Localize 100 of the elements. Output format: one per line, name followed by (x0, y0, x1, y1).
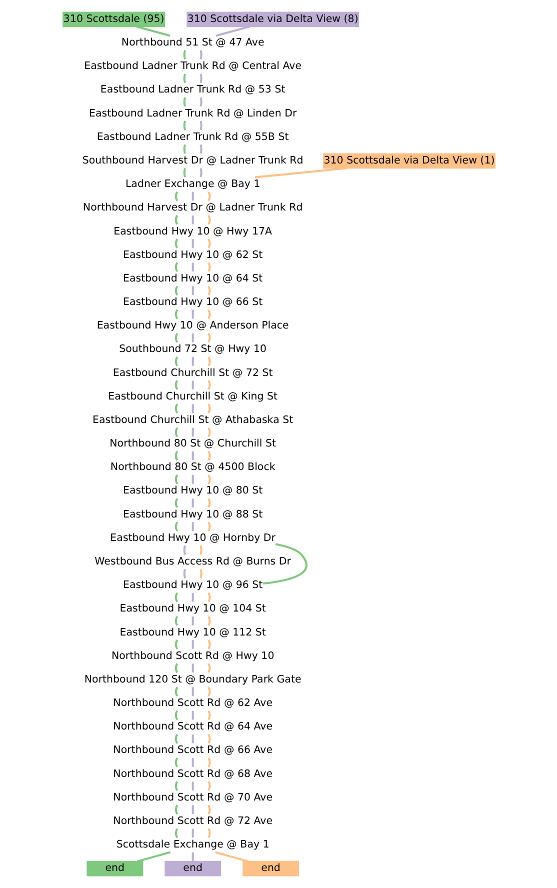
connector (207, 804, 210, 815)
connector (174, 522, 178, 532)
connector (191, 782, 194, 790)
node-text: Eastbound Ladner Trunk Rd @ Central Ave (84, 60, 302, 72)
node-text: Eastbound Hwy 10 @ Hornby Dr (110, 532, 276, 544)
connector (207, 215, 210, 225)
connector (174, 592, 178, 602)
connector (174, 640, 178, 650)
connector (207, 332, 210, 343)
connector (191, 310, 194, 319)
node-box: 310 Scottsdale (95) (62, 12, 165, 28)
connector (207, 758, 210, 768)
node-text: Eastbound Ladner Trunk Rd @ 55B St (96, 130, 288, 143)
connector (174, 758, 178, 768)
node-text: Northbound 80 St @ 4500 Block (110, 461, 275, 474)
connector (136, 26, 170, 37)
node-text: Eastbound Ladner Trunk Rd @ 53 St (100, 84, 285, 96)
connector (174, 332, 178, 343)
connector (207, 781, 210, 791)
connector (191, 687, 194, 696)
connector (174, 427, 178, 438)
node-text: Ladner Exchange @ Bay 1 (124, 178, 260, 190)
connector (174, 286, 178, 296)
node-text: Eastbound Hwy 10 @ Anderson Place (96, 320, 288, 332)
node-text: Eastbound Churchill St @ King St (108, 390, 278, 402)
node-text: Eastbound Hwy 10 @ 112 St (119, 626, 266, 638)
node-box: 310 Scottsdale via Delta View (1) (322, 153, 495, 169)
node-box: end (164, 860, 221, 876)
connector (207, 191, 210, 202)
connector (174, 616, 178, 626)
connector (207, 427, 210, 438)
connector (191, 428, 194, 437)
connector (199, 120, 202, 130)
connector (182, 74, 186, 83)
node-box: end (242, 860, 298, 876)
connector (191, 451, 194, 460)
connector (191, 404, 194, 413)
connector (207, 663, 210, 673)
connector (174, 404, 178, 414)
connector (191, 758, 194, 767)
node-text: Northbound Scott Rd @ 68 Ave (112, 768, 272, 780)
node-text: Northbound Scott Rd @ 62 Ave (112, 697, 272, 710)
connector (207, 640, 210, 650)
connector (191, 522, 194, 531)
connector (207, 356, 210, 366)
connector (182, 50, 186, 60)
connector (191, 710, 194, 720)
connector (191, 474, 194, 484)
connector (174, 474, 178, 484)
connector (199, 50, 202, 60)
connector (207, 522, 210, 532)
node-text: Northbound Scott Rd @ Hwy 10 (110, 650, 274, 662)
connector (191, 852, 194, 862)
connector (207, 450, 210, 461)
connector (207, 404, 210, 414)
node-text: Eastbound Hwy 10 @ 80 St (122, 484, 262, 497)
node-text: Eastbound Churchill St @ Athabaska St (92, 414, 293, 426)
node-text: Northbound Scott Rd @ 64 Ave (112, 720, 272, 733)
connector (191, 828, 194, 838)
connector (214, 851, 248, 862)
connector (215, 26, 250, 37)
node-text: Westbound Bus Access Rd @ Burns Dr (94, 556, 291, 568)
connector (207, 286, 210, 296)
node-text: Eastbound Hwy 10 @ Hwy 17A (113, 225, 272, 238)
connector (182, 545, 186, 555)
connector (191, 734, 194, 744)
node-box: 310 Scottsdale via Delta View (8) (186, 12, 358, 28)
connector (207, 828, 210, 838)
connector (191, 664, 194, 672)
node-text: Northbound Scott Rd @ 66 Ave (112, 744, 272, 756)
connector (174, 828, 178, 838)
connector (207, 686, 210, 697)
node-text: Eastbound Hwy 10 @ 88 St (122, 508, 262, 520)
connector (191, 262, 194, 272)
node-text: Eastbound Hwy 10 @ 64 St (122, 272, 262, 284)
node-text: Eastbound Hwy 10 @ 104 St (119, 602, 266, 615)
node-text: Northbound 120 St @ Boundary Park Gate (84, 673, 301, 686)
connector (174, 781, 178, 791)
connector (199, 168, 202, 178)
connector (191, 215, 194, 224)
connector (207, 309, 210, 320)
connector (182, 120, 186, 130)
node-text: Eastbound Ladner Trunk Rd @ Linden Dr (88, 107, 296, 120)
node-text: Southbound Harvest Dr @ Ladner Trunk Rd (82, 154, 303, 166)
connector (199, 144, 202, 154)
connector (191, 286, 194, 296)
connector (182, 168, 186, 178)
connector (254, 167, 347, 178)
connector (262, 543, 307, 585)
connector (174, 356, 178, 366)
node-text: Southbound 72 St @ Hwy 10 (118, 343, 266, 356)
connector (191, 333, 194, 342)
node-text: Eastbound Hwy 10 @ 96 St (122, 579, 262, 592)
connector (174, 309, 178, 320)
connector (207, 734, 210, 744)
connector (199, 74, 202, 83)
connector (174, 498, 178, 508)
connector (191, 380, 194, 390)
connector (199, 569, 202, 578)
node-text: Northbound Scott Rd @ 72 Ave (112, 815, 272, 827)
